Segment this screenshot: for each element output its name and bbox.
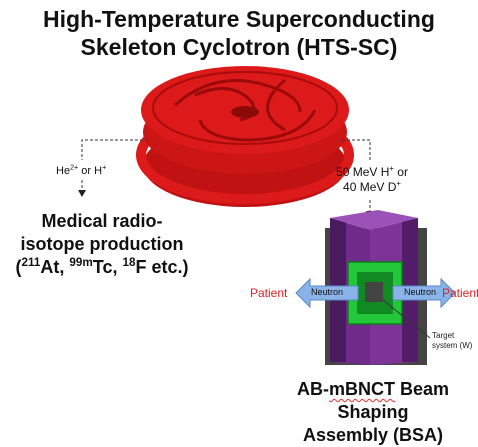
neutron-label-left: Neutron xyxy=(311,287,344,297)
right-beam-label: 50 MeV H+ or 40 MeV D+ xyxy=(336,164,408,194)
cyclotron-coils xyxy=(136,66,354,207)
neutron-arrow-left xyxy=(295,277,359,309)
left-beam-line xyxy=(81,139,148,160)
title-line-2: Skeleton Cyclotron (HTS-SC) xyxy=(80,34,398,60)
bsa-caption: AB-mBNCT Beam Shaping Assembly (BSA) xyxy=(296,379,450,445)
left-beam-label: He2+ or H+ xyxy=(56,163,107,177)
target-system-label: Target system (W) xyxy=(432,331,473,350)
right-beam-line xyxy=(342,139,371,162)
diagram-canvas xyxy=(78,66,456,365)
patient-label-left: Patient xyxy=(250,286,288,300)
neutron-arrow-right xyxy=(392,277,456,309)
patient-label-right: Patient xyxy=(442,286,478,300)
neutron-label-right: Neutron xyxy=(404,287,437,297)
medical-isotope-label: Medical radio- isotope production (211At… xyxy=(15,211,189,277)
title-line-1: High-Temperature Superconducting xyxy=(43,6,435,32)
